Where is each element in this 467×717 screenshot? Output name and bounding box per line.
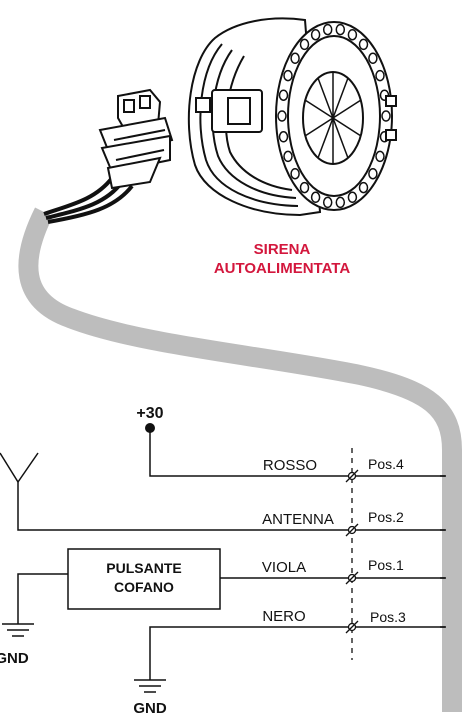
siren-led: [375, 150, 385, 163]
siren-led: [290, 52, 300, 65]
siren-led: [278, 131, 289, 143]
siren-led: [368, 52, 378, 65]
siren-led: [335, 23, 346, 36]
connector-plug: [98, 88, 174, 190]
wire-label-rosso: ROSSO: [263, 457, 317, 474]
switch-label-line1: PULSANTE: [106, 560, 181, 576]
siren-led: [299, 181, 310, 194]
siren-label-line1: SIRENA: [254, 241, 311, 258]
cable-wire-ends: [440, 475, 446, 628]
switch-label-line2: COFANO: [114, 579, 174, 595]
supply-label: +30: [136, 405, 163, 422]
siren-led: [290, 167, 300, 180]
siren-led: [381, 110, 391, 122]
wire-label-nero: NERO: [262, 608, 305, 625]
connector-wires: [43, 176, 134, 224]
siren-led: [375, 69, 385, 82]
wire-label-antenna: ANTENNA: [262, 511, 334, 528]
siren-led: [347, 191, 358, 204]
siren-led: [358, 181, 369, 194]
siren-led: [368, 167, 378, 180]
wire-rosso-line: [149, 428, 445, 477]
ground-label-left: GND: [0, 650, 29, 667]
siren-led: [347, 28, 358, 41]
pulsante-cofano-box: [67, 548, 221, 610]
siren-led: [278, 89, 289, 101]
siren-led: [322, 196, 333, 209]
siren-led: [322, 23, 333, 36]
siren-led: [358, 38, 369, 51]
siren-icon: [187, 17, 397, 217]
siren-led: [283, 150, 293, 163]
siren-led-ring: [277, 23, 391, 209]
pos-label-nero: Pos.3: [370, 609, 406, 625]
antenna-icon: [0, 452, 445, 531]
siren-led: [277, 110, 287, 122]
switch-ground-wire: [17, 573, 68, 624]
siren-label-line2: AUTOALIMENTATA: [214, 260, 351, 277]
ground-symbol-left: [2, 623, 34, 637]
cable-sheath: [18, 207, 462, 712]
ground-label-bottom: GND: [133, 700, 167, 717]
pos-label-viola: Pos.1: [368, 557, 404, 573]
siren-led: [310, 191, 321, 204]
siren-led: [299, 38, 310, 51]
ground-symbol-bottom: [134, 679, 166, 693]
siren-led: [283, 69, 293, 82]
wire-nero-line: [149, 626, 445, 680]
siren-led: [335, 196, 346, 209]
pin-marks: [345, 469, 359, 634]
pos-label-antenna: Pos.2: [368, 509, 404, 525]
wire-label-viola: VIOLA: [262, 559, 306, 576]
siren-led: [310, 28, 321, 41]
pos-label-rosso: Pos.4: [368, 456, 404, 472]
